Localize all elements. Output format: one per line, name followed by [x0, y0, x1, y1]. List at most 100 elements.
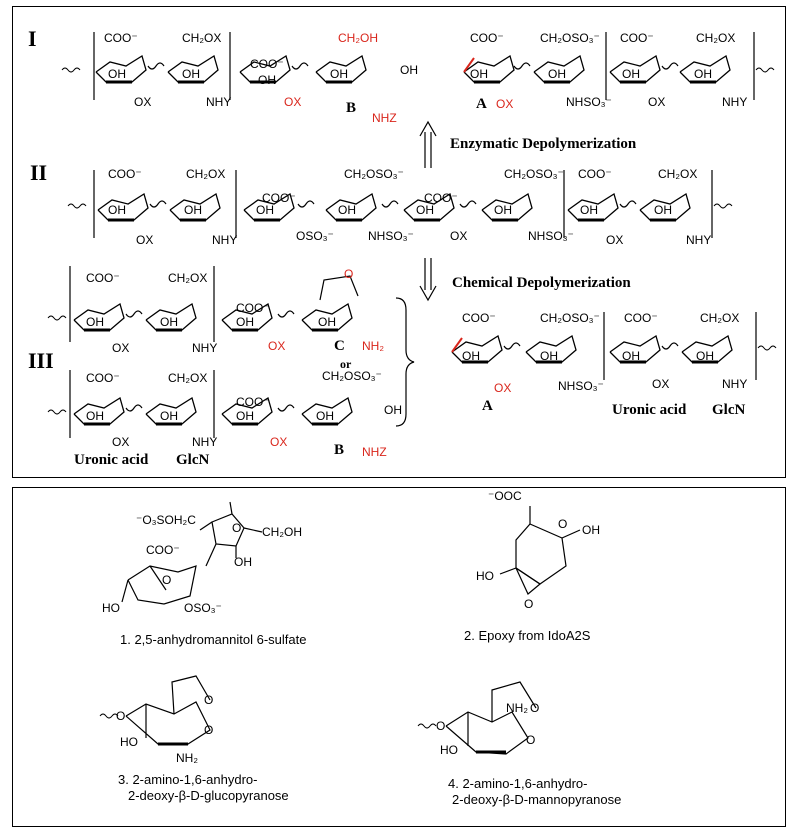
ho-label: HO	[476, 569, 494, 583]
residue-a-label: A	[482, 398, 493, 414]
compound-2-caption: 2. Epoxy from IdoA2S	[464, 628, 591, 643]
o-label: O	[232, 521, 241, 535]
o-label: O	[436, 719, 445, 733]
oh-label: OH	[318, 315, 336, 329]
enzymatic-arrow	[419, 120, 437, 168]
ho-label: HO	[440, 743, 458, 757]
brace	[395, 297, 415, 427]
oh-label: OH	[330, 67, 348, 81]
oh-label: OH	[236, 315, 254, 329]
ch2ox-label: CH₂OX	[182, 31, 221, 45]
oh-label: OH	[184, 203, 202, 217]
ox-label-red: OX	[494, 381, 511, 395]
nh2-label: NH₂	[506, 701, 528, 715]
ho-label: HO	[102, 601, 120, 615]
nhz-label-red: NHZ	[372, 111, 397, 125]
ox-label-red: OX	[496, 97, 513, 111]
bottom-panel	[12, 487, 786, 827]
coo-label: COO⁻	[624, 311, 658, 325]
so3-ch2-label: ⁻O₃SOH₂C	[136, 513, 196, 527]
ox-label-red: OX	[270, 435, 287, 449]
oh-label: OH	[462, 349, 480, 363]
o-label: O	[204, 723, 213, 737]
glcn-label: GlcN	[176, 452, 209, 468]
coo-label: COO⁻	[236, 395, 270, 409]
oh-label: OH	[548, 67, 566, 81]
o-label: O	[530, 701, 539, 715]
ox-label: OX	[652, 377, 669, 391]
nhso3-label: NHSO₃⁻	[368, 229, 414, 243]
or-label: or	[340, 357, 352, 371]
oh-label: OH	[582, 523, 600, 537]
o-label: O	[162, 573, 171, 587]
coo-label: COO⁻	[146, 543, 180, 557]
o-label: O	[524, 597, 533, 611]
ch2oso3-label: CH₂OSO₃⁻	[322, 369, 382, 383]
oh-label: OH	[86, 409, 104, 423]
nhy-label: NHY	[192, 341, 217, 355]
compound-3-caption-2: 2-deoxy-β-D-glucopyranose	[128, 788, 289, 803]
oh-label: OH	[236, 409, 254, 423]
oh-label: OH	[654, 203, 672, 217]
chemical-arrow	[419, 258, 437, 302]
nh2-label-red: NH₂	[362, 339, 384, 353]
ox-label: OX	[112, 341, 129, 355]
ch2ox-label: CH₂OX	[186, 167, 225, 181]
o-label-red: O	[344, 267, 353, 281]
coo-label: COO⁻	[462, 311, 496, 325]
o-label: O	[116, 709, 125, 723]
oh-label: OH	[160, 409, 178, 423]
ooc-label: ⁻OOC	[488, 489, 522, 503]
oh-label: OH	[182, 67, 200, 81]
oh-label: OH	[338, 203, 356, 217]
coo-label: COO⁻	[86, 271, 120, 285]
coo-label: COO⁻	[86, 371, 120, 385]
nhy-label: NHY	[722, 377, 747, 391]
coo-label: COO⁻	[104, 31, 138, 45]
coo-label: COO⁻	[470, 31, 504, 45]
nhy-label: NHY	[686, 233, 711, 247]
compound-4-caption-1: 4. 2-amino-1,6-anhydro-	[448, 776, 587, 791]
ch2oso3-label: CH₂OSO₃⁻	[344, 167, 404, 181]
nhy-label: NHY	[192, 435, 217, 449]
oh-label: OH	[622, 349, 640, 363]
coo-label: COO⁻	[108, 167, 142, 181]
oh-label: OH	[256, 203, 274, 217]
enzymatic-label: Enzymatic Depolymerization	[450, 136, 637, 152]
coo-label: COO⁻	[236, 301, 270, 315]
oh-label: OH	[258, 73, 276, 87]
oh-label: OH	[108, 203, 126, 217]
oh-label: OH	[696, 349, 714, 363]
nhso3-label: NHSO₃⁻	[558, 379, 604, 393]
oh-label: OH	[86, 315, 104, 329]
ch2ox-label: CH₂OX	[696, 31, 735, 45]
coo-label: COO⁻	[250, 57, 284, 71]
oh-label: OH	[540, 349, 558, 363]
oh-label: OH	[416, 203, 434, 217]
uronic-acid-label: Uronic acid	[612, 402, 687, 418]
ch2ox-label: CH₂OX	[658, 167, 697, 181]
nhy-label: NHY	[206, 95, 231, 109]
oh-label: OH	[622, 67, 640, 81]
ch2oso3-label: CH₂OSO₃⁻	[504, 167, 564, 181]
nhso3-label: NHSO₃⁻	[528, 229, 574, 243]
compound-2-structure	[499, 506, 581, 595]
ox-label: OX	[648, 95, 665, 109]
oh-label: OH	[384, 403, 402, 417]
coo-label: COO⁻	[620, 31, 654, 45]
ho-label: HO	[120, 735, 138, 749]
oh-label: OH	[694, 67, 712, 81]
residue-b-label: B	[346, 100, 356, 116]
compound-4-structure	[445, 681, 537, 755]
oh-label: OH	[316, 409, 334, 423]
o-label: O	[558, 517, 567, 531]
oso3-label: OSO₃⁻	[296, 229, 334, 243]
coo-label: COO⁻	[578, 167, 612, 181]
nhz-label-red: NHZ	[362, 445, 387, 459]
ch2ox-label: CH₂OX	[700, 311, 739, 325]
oso3-label: OSO₃⁻	[184, 601, 222, 615]
coo-label: COO⁻	[424, 191, 458, 205]
chemical-label: Chemical Depolymerization	[452, 275, 631, 291]
compound-1-structure	[121, 501, 263, 605]
o-label: O	[526, 733, 535, 747]
